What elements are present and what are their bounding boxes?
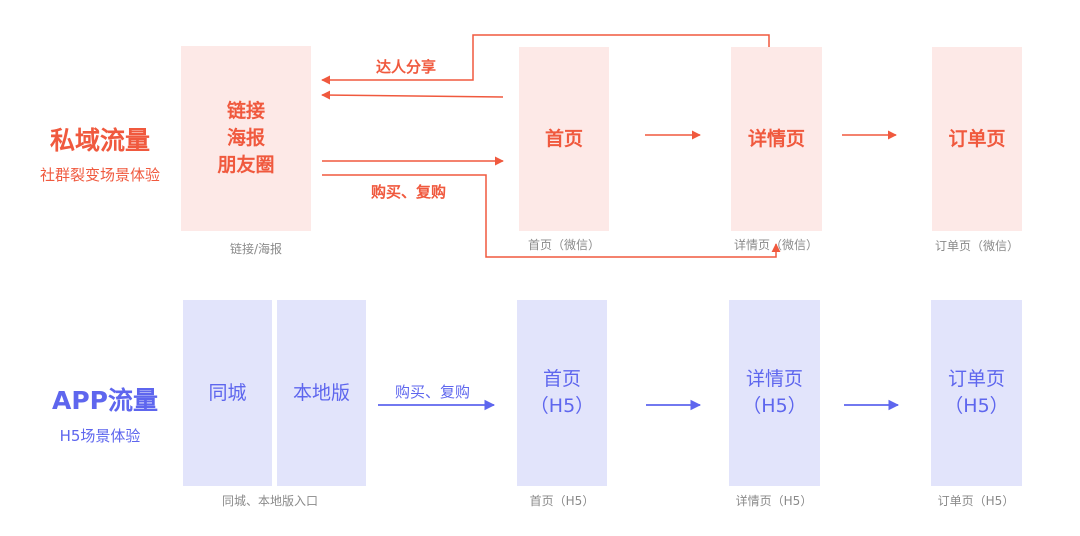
app-detail-label: 详情页: [745, 368, 803, 390]
app-order-label: 订单页: [947, 368, 1005, 390]
private-order-caption: 订单页（微信）: [934, 239, 1019, 253]
private-detail-box: 详情页: [731, 47, 822, 231]
app-home-label: 首页: [542, 368, 581, 390]
app-order-caption: 订单页（H5）: [937, 494, 1015, 508]
private-entry-caption: 链接/海报: [229, 242, 283, 256]
app-buy-label: 购买、复购: [395, 383, 471, 401]
entry-line-poster: 海报: [226, 127, 265, 149]
entry-line-moments: 朋友圈: [217, 154, 275, 176]
private-buy-label: 购买、复购: [371, 183, 447, 201]
app-order-sublabel: （H5）: [944, 395, 1009, 417]
app-entry-local-box: 本地版: [277, 300, 366, 486]
app-detail-box: 详情页 （H5）: [729, 300, 820, 486]
app-order-box: 订单页 （H5）: [931, 300, 1022, 486]
private-order-label: 订单页: [948, 127, 1006, 150]
app-home-caption: 首页（H5）: [529, 494, 595, 508]
app-entry-caption: 同城、本地版入口: [221, 494, 318, 508]
private-home-box: 首页: [519, 47, 609, 231]
share-label: 达人分享: [376, 58, 437, 76]
entry-line-link: 链接: [226, 100, 265, 122]
app-entry-local-label: 本地版: [292, 381, 350, 404]
app-detail-caption: 详情页（H5）: [735, 494, 813, 508]
private-traffic-title: 私域流量: [49, 126, 150, 155]
share-arrow-from-detail: [321, 34, 770, 85]
app-entry-city-label: 同城: [208, 381, 247, 404]
private-home-label: 首页: [544, 127, 583, 150]
private-order-box: 订单页: [932, 47, 1022, 231]
private-home-caption: 首页（微信）: [527, 238, 600, 252]
share-arrow-from-home: [321, 90, 504, 100]
app-traffic-title: APP流量: [52, 386, 158, 415]
app-traffic-subtitle: H5场景体验: [59, 427, 141, 445]
app-detail-sublabel: （H5）: [742, 395, 807, 417]
private-detail-label: 详情页: [747, 127, 805, 150]
app-home-box: 首页 （H5）: [517, 300, 607, 486]
private-traffic-subtitle: 社群裂变场景体验: [39, 166, 160, 184]
private-entry-box: 链接 海报 朋友圈: [181, 46, 311, 231]
buy-arrow-to-detail: [322, 174, 781, 258]
app-home-sublabel: （H5）: [529, 395, 595, 417]
app-entry-city-box: 同城: [183, 300, 272, 486]
